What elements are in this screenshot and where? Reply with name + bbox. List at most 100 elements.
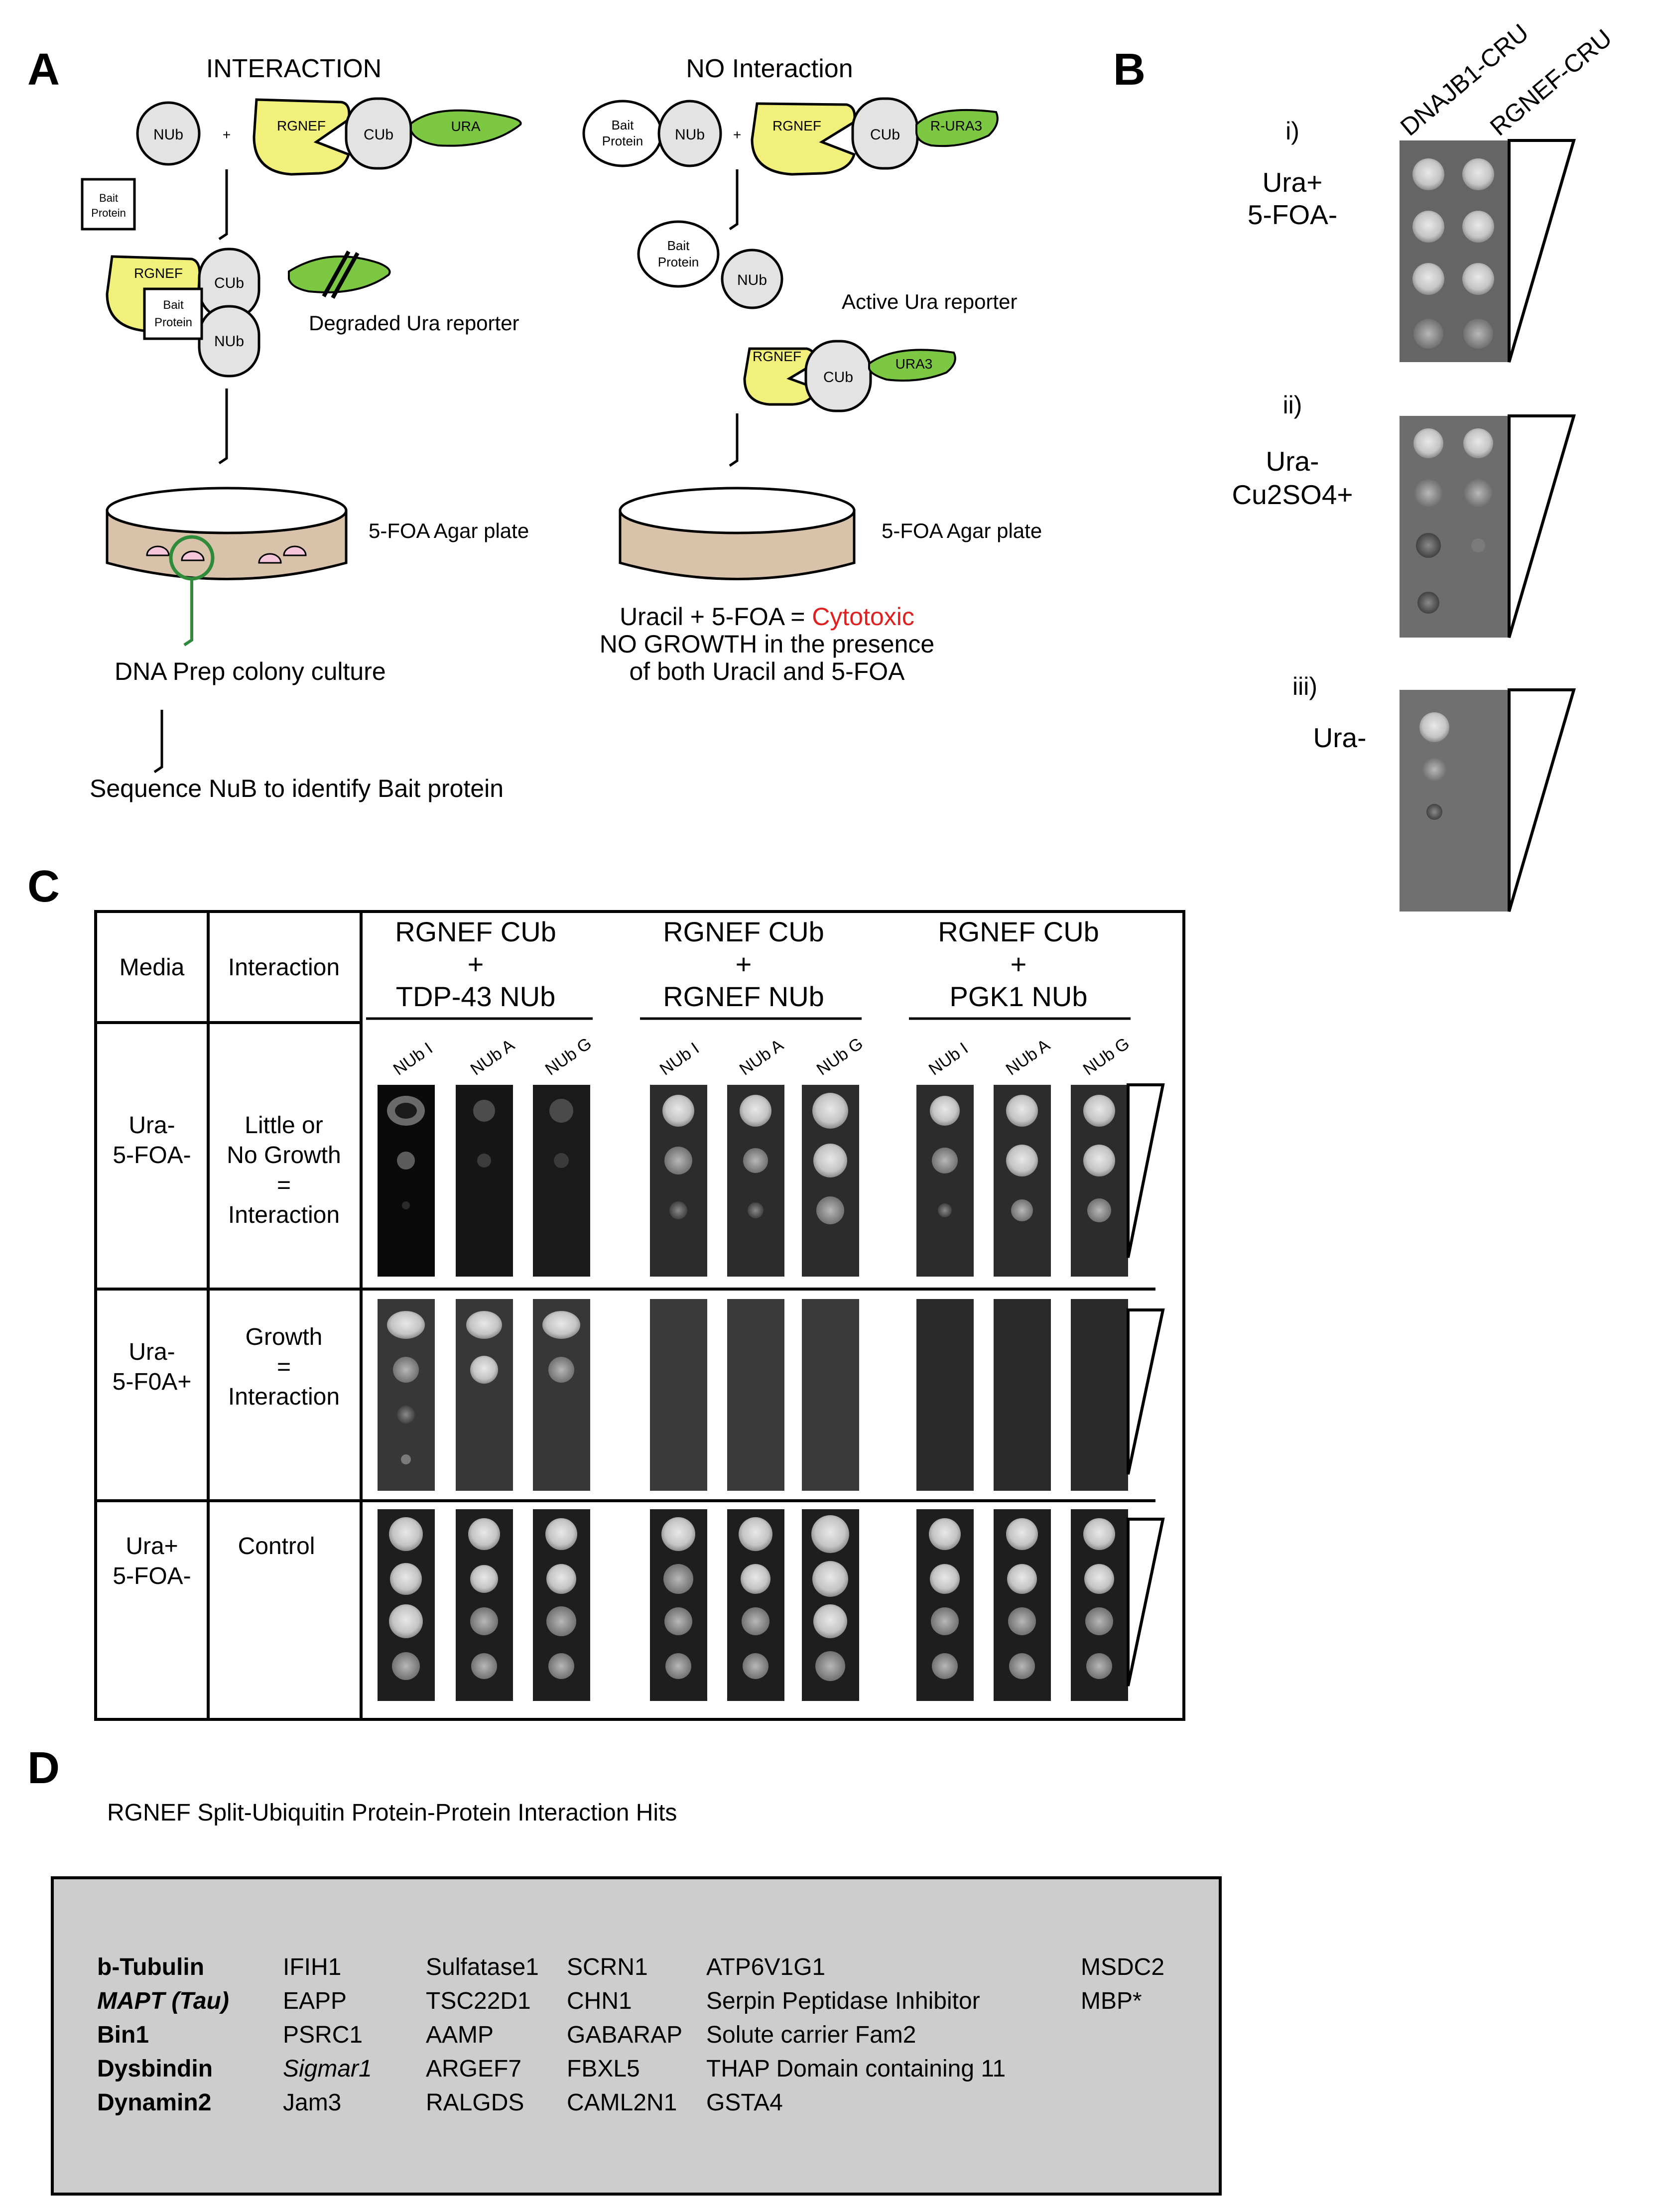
hits-box bbox=[51, 1876, 1222, 2196]
arrow-4 bbox=[729, 169, 739, 231]
svg-text:Jam3: Jam3 bbox=[283, 2089, 341, 2116]
dilution-wedge-b-iii bbox=[1508, 688, 1576, 912]
right-plate-label: 5-FOA Agar plate bbox=[882, 519, 1042, 542]
svg-text:CUb: CUb bbox=[823, 369, 853, 386]
row-i-media-1: Ura+ bbox=[1263, 167, 1323, 198]
svg-text:Bait: Bait bbox=[612, 118, 635, 132]
group-3-line-2: + bbox=[1011, 948, 1027, 980]
row-1-media-2: 5-FOA- bbox=[113, 1142, 191, 1169]
cytotoxic-line: Uracil + 5-FOA = Cytotoxic bbox=[620, 603, 914, 631]
row-2-int-3: Interaction bbox=[228, 1384, 340, 1410]
group-3-line-3: PGK1 NUb bbox=[950, 981, 1088, 1012]
plus-sign: + bbox=[223, 127, 231, 142]
svg-text:Bait: Bait bbox=[667, 238, 690, 253]
svg-text:CHN1: CHN1 bbox=[567, 1988, 632, 2014]
svg-text:URA3: URA3 bbox=[895, 356, 933, 372]
panel-letter-d: D bbox=[27, 1743, 60, 1793]
hits-title: RGNEF Split-Ubiquitin Protein-Protein In… bbox=[107, 1800, 677, 1826]
header-interaction: Interaction bbox=[228, 954, 340, 981]
group-2-line-2: + bbox=[736, 948, 752, 980]
row-1-int-2: No Growth bbox=[227, 1142, 341, 1169]
header-media: Media bbox=[120, 954, 185, 981]
svg-text:CUb: CUb bbox=[870, 127, 900, 143]
svg-text:PSRC1: PSRC1 bbox=[283, 2022, 363, 2048]
dna-prep-label: DNA Prep colony culture bbox=[115, 657, 386, 685]
bait-nub-fusion: Bait Protein NUb bbox=[582, 100, 722, 167]
row-3-media-2: 5-FOA- bbox=[113, 1563, 191, 1589]
svg-text:IFIH1: IFIH1 bbox=[283, 1954, 341, 1980]
svg-text:RGNEF: RGNEF bbox=[134, 265, 183, 281]
panel-c-table: Media Interaction RGNEF CUb + TDP-43 NUb… bbox=[94, 910, 1185, 1721]
row-label-i: i) bbox=[1285, 117, 1299, 145]
plate-b-iii bbox=[1400, 690, 1509, 911]
bait-protein-box: Bait Protein bbox=[81, 178, 136, 231]
group-1-line-1: RGNEF CUb bbox=[395, 916, 556, 947]
arrow-2 bbox=[218, 389, 228, 465]
svg-text:TSC22D1: TSC22D1 bbox=[426, 1988, 531, 2014]
row-ii-media-1: Ura- bbox=[1266, 446, 1319, 477]
svg-text:NUb: NUb bbox=[737, 272, 767, 288]
svg-text:THAP Domain containing 11: THAP Domain containing 11 bbox=[706, 2056, 1006, 2082]
svg-text:b-Tubulin: b-Tubulin bbox=[97, 1954, 204, 1980]
hits-col-5: ATP6V1G1 Serpin Peptidase Inhibitor Solu… bbox=[706, 1954, 1006, 2116]
row-2-int-2: = bbox=[277, 1354, 291, 1380]
active-ura-label: Active Ura reporter bbox=[842, 290, 1017, 313]
svg-text:CAML2N1: CAML2N1 bbox=[567, 2089, 677, 2116]
svg-text:Sigmar1: Sigmar1 bbox=[283, 2056, 372, 2082]
svg-text:CUb: CUb bbox=[364, 127, 393, 143]
svg-text:Solute carrier Fam2: Solute carrier Fam2 bbox=[706, 2022, 916, 2048]
row-2-media-2: 5-F0A+ bbox=[113, 1369, 192, 1395]
svg-text:URA: URA bbox=[451, 119, 480, 134]
hits-col-6: MSDC2 MBP* bbox=[1081, 1954, 1164, 2014]
row-label-ii: ii) bbox=[1283, 391, 1302, 419]
spots-b-i bbox=[1412, 158, 1494, 349]
panel-a-interaction: INTERACTION NUb + RGNEF CUb URA Bait Pro… bbox=[81, 54, 529, 802]
spots-b-iii bbox=[1419, 712, 1449, 820]
row-1-int-4: Interaction bbox=[228, 1202, 340, 1228]
intact-reporter: RGNEF CUb URA3 bbox=[743, 340, 956, 412]
row-2-plates bbox=[378, 1299, 1165, 1491]
row-iii-media-1: Ura- bbox=[1313, 722, 1367, 753]
rgnef-fusion: RGNEF CUb URA bbox=[253, 97, 522, 176]
svg-text:ATP6V1G1: ATP6V1G1 bbox=[706, 1954, 825, 1980]
panel-a-no-interaction: NO Interaction Bait Protein NUb + RGNEF … bbox=[582, 54, 1042, 685]
svg-text:MSDC2: MSDC2 bbox=[1081, 1954, 1164, 1980]
hits-col-3: Sulfatase1 TSC22D1 AAMP ARGEF7 RALGDS bbox=[426, 1954, 539, 2116]
uracil-5foa-line: of both Uracil and 5-FOA bbox=[629, 657, 905, 685]
svg-text:NUb: NUb bbox=[214, 333, 244, 350]
row-3-media-1: Ura+ bbox=[126, 1533, 178, 1560]
sequence-label: Sequence NuB to identify Bait protein bbox=[90, 775, 504, 802]
row-label-iii: iii) bbox=[1292, 672, 1317, 700]
svg-text:GABARAP: GABARAP bbox=[567, 2022, 682, 2048]
svg-text:Protein: Protein bbox=[658, 255, 699, 269]
group-2-line-1: RGNEF CUb bbox=[663, 916, 824, 947]
svg-text:CUb: CUb bbox=[214, 275, 244, 291]
svg-text:Bin1: Bin1 bbox=[97, 2022, 149, 2048]
group-1-line-3: TDP-43 NUb bbox=[396, 981, 556, 1012]
arrow-1 bbox=[218, 169, 228, 241]
row-1-int-3: = bbox=[277, 1172, 291, 1198]
row-2-int-1: Growth bbox=[246, 1324, 323, 1350]
interaction-title: INTERACTION bbox=[206, 54, 382, 83]
svg-text:RALGDS: RALGDS bbox=[426, 2089, 524, 2116]
svg-text:RGNEF: RGNEF bbox=[753, 349, 801, 364]
svg-text:R-URA3: R-URA3 bbox=[930, 118, 982, 133]
row-1-plates bbox=[378, 1083, 1165, 1277]
separated-bait-nub: Bait Protein NUb bbox=[637, 220, 783, 309]
rgnef-r-ura3-fusion: RGNEF CUb R-URA3 bbox=[751, 97, 999, 176]
nub-node: NUb bbox=[136, 101, 201, 166]
hits-col-1: b-Tubulin MAPT (Tau) Bin1 Dysbindin Dyna… bbox=[97, 1954, 229, 2116]
svg-text:Bait: Bait bbox=[163, 298, 184, 312]
svg-text:Sulfatase1: Sulfatase1 bbox=[426, 1954, 539, 1980]
panel-letter-a: A bbox=[27, 45, 60, 95]
row-2-media-1: Ura- bbox=[128, 1339, 175, 1365]
panel-letter-c: C bbox=[27, 862, 60, 911]
hits-col-2: IFIH1 EAPP PSRC1 Sigmar1 Jam3 bbox=[283, 1954, 372, 2116]
svg-text:MAPT (Tau): MAPT (Tau) bbox=[97, 1988, 229, 2014]
group-3-line-1: RGNEF CUb bbox=[938, 916, 1099, 947]
degraded-ura-icon bbox=[288, 251, 391, 299]
svg-text:Protein: Protein bbox=[602, 133, 643, 148]
svg-text:RGNEF: RGNEF bbox=[277, 118, 326, 133]
svg-text:ARGEF7: ARGEF7 bbox=[426, 2056, 521, 2082]
